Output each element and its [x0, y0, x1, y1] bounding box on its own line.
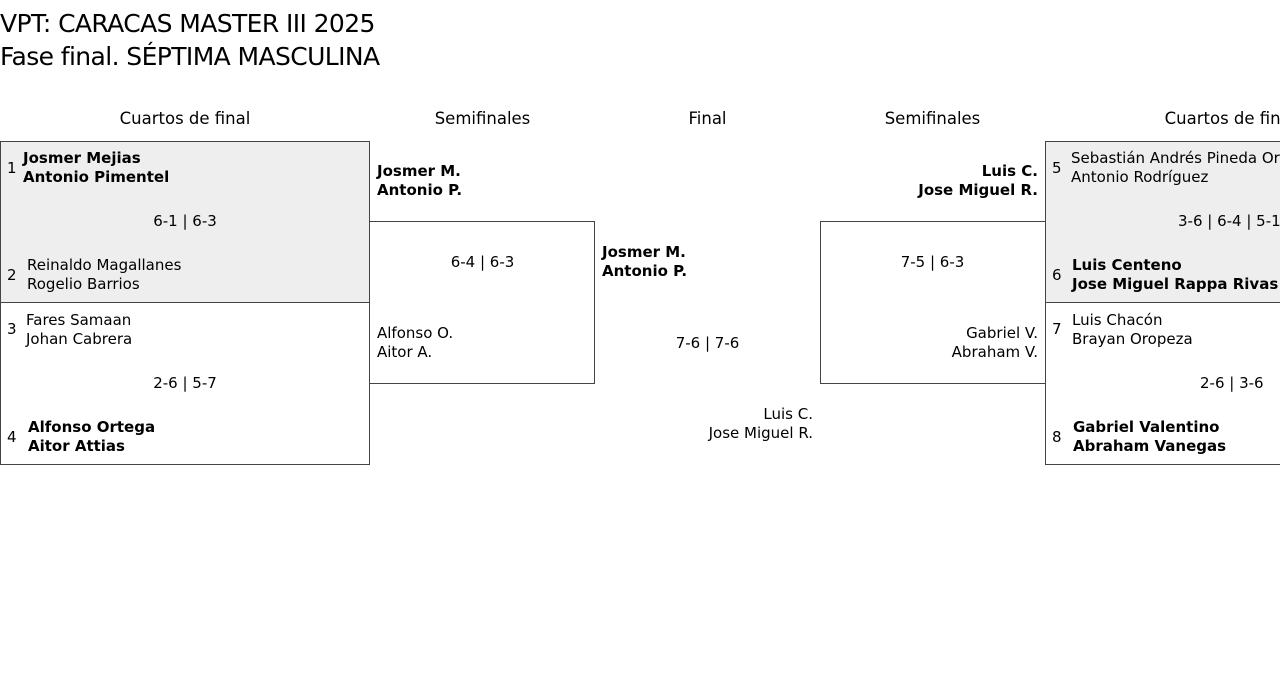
match-score: 2-6 | 5-7 [153, 374, 217, 392]
match-score: 3-6 | 6-4 | 5-10 [1178, 212, 1280, 230]
player-name: Josmer M. [602, 243, 686, 261]
player-name: Luis Centeno [1072, 256, 1182, 274]
player-name: Jose Miguel R. [708, 424, 813, 442]
round-header-right-quarters: Cuartos de final [1164, 109, 1280, 128]
player-name: Josmer Mejias [23, 149, 141, 167]
player-name: Alfonso Ortega [28, 418, 156, 436]
seed-number: 5 [1052, 159, 1062, 177]
match-score: 7-6 | 7-6 [675, 334, 740, 352]
seed-number: 2 [7, 266, 17, 284]
seed-number: 3 [7, 320, 17, 338]
round-header-left-semis: Semifinales [434, 109, 531, 128]
player-name: Alfonso O. [377, 324, 454, 342]
player-name: Antonio P. [602, 262, 688, 280]
player-name: Brayan Oropeza [1072, 330, 1193, 348]
seed-number: 7 [1052, 320, 1062, 338]
player-name: Rogelio Barrios [27, 275, 140, 293]
player-name: Antonio Pimentel [23, 168, 170, 186]
player-name: Gabriel V. [966, 324, 1038, 342]
player-name: Fares Samaan [26, 311, 132, 329]
player-name: Luis C. [763, 405, 813, 423]
round-header-left-quarters: Cuartos de final [119, 109, 251, 128]
player-name: Luis C. [981, 162, 1038, 180]
semifinal-match-1 [369, 221, 595, 384]
seed-number: 8 [1052, 428, 1062, 446]
quarterfinal-match-3 [1045, 141, 1280, 303]
player-name: Aitor Attias [28, 437, 125, 455]
seed-number: 1 [7, 159, 17, 177]
player-name: Antonio P. [377, 181, 463, 199]
round-header-right-semis: Semifinales [884, 109, 981, 128]
player-name: Sebastián Andrés Pineda Ortiz [1071, 149, 1280, 167]
quarterfinal-match-1 [0, 141, 370, 303]
player-name: Jose Miguel R. [918, 181, 1038, 199]
player-name: Jose Miguel Rappa Rivas [1072, 275, 1279, 293]
player-name: Johan Cabrera [26, 330, 133, 348]
page-title: VPT: CARACAS MASTER III 2025 [0, 9, 375, 38]
player-name: Abraham V. [951, 343, 1038, 361]
player-name: Reinaldo Magallanes [27, 256, 182, 274]
match-score: 7-5 | 6-3 [900, 253, 965, 271]
seed-number: 6 [1052, 266, 1062, 284]
seed-number: 4 [7, 428, 17, 446]
match-score: 2-6 | 3-6 [1200, 374, 1264, 392]
match-score: 6-1 | 6-3 [153, 212, 217, 230]
player-name: Abraham Vanegas [1073, 437, 1227, 455]
player-name: Gabriel Valentino [1073, 418, 1220, 436]
player-name: Luis Chacón [1072, 311, 1163, 329]
quarterfinal-match-4 [1045, 302, 1280, 465]
player-name: Josmer M. [377, 162, 461, 180]
round-header-final: Final [688, 109, 727, 128]
page-subtitle: Fase final. SÉPTIMA MASCULINA [0, 42, 380, 71]
player-name: Aitor A. [377, 343, 433, 361]
player-name: Antonio Rodríguez [1071, 168, 1209, 186]
match-score: 6-4 | 6-3 [450, 253, 515, 271]
